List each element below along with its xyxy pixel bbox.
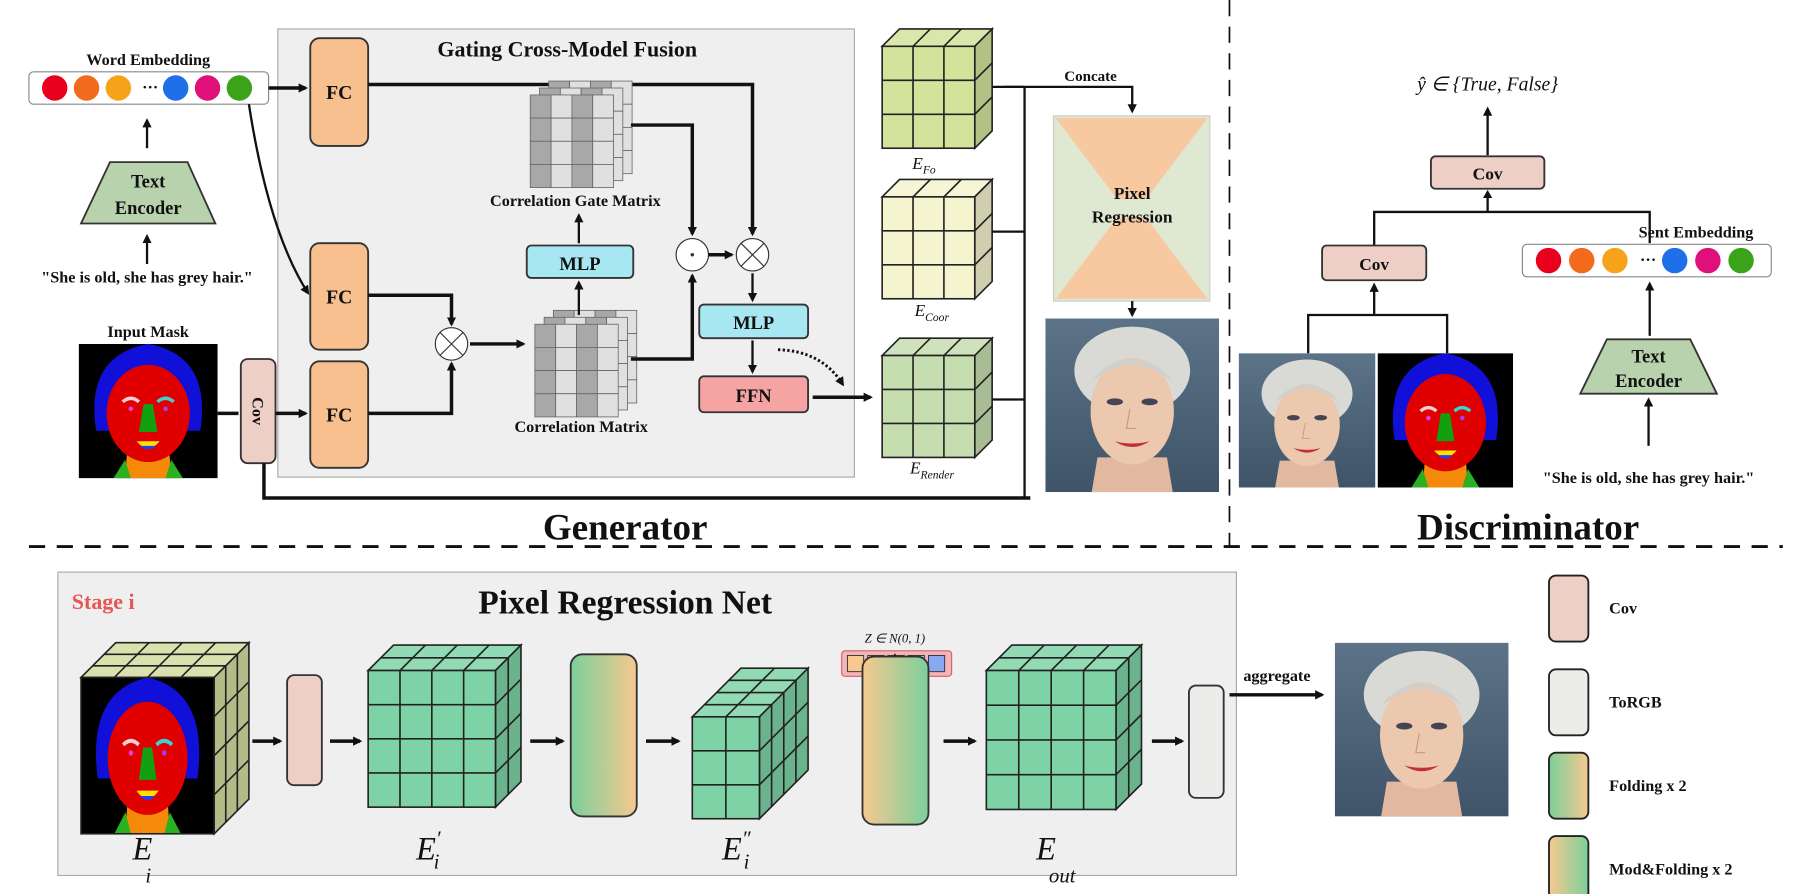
gating-fusion-title: Gating Cross-Model Fusion [437,37,697,62]
odot-operator [675,237,710,272]
mask-image [1377,353,1514,488]
discriminator-title: Discriminator [1417,508,1639,549]
fc-label: FC [326,286,352,308]
legend-item-folding: Folding x 2 [1548,751,1687,820]
noise-cell [846,654,865,673]
correlation-gate-matrix-label: Correlation Gate Matrix [490,192,662,210]
legend-swatch [1548,574,1590,643]
fc-label: FC [326,82,352,104]
prompt-text: "She is old, she has grey hair." [41,269,253,287]
legend-item-torgb: ToRGB [1548,668,1662,737]
legend-item-cov: Cov [1548,574,1638,643]
pixel-regression-net-title: Pixel Regression Net [478,585,773,622]
ffn-label: FFN [736,386,773,407]
legend-item-modfolding: Mod&Folding x 2 [1548,835,1733,894]
mask-image [81,677,214,833]
output-face-image [1334,642,1509,817]
embedding-token [1535,247,1562,274]
ellipsis: ··· [142,79,158,97]
legend-label: Cov [1609,600,1638,618]
input-mask-label: Input Mask [107,323,188,341]
input-mask-image [78,343,218,479]
legend-swatch [1548,835,1590,894]
feature-label-fo: EFo [911,154,936,177]
correlation-matrix-label: Correlation Matrix [514,418,648,436]
embedding-token [1728,247,1754,274]
correlation-matrix [534,309,638,418]
disc-prompt-text: "She is old, she has grey hair." [1543,469,1755,487]
concate-label: Concate [1064,69,1117,85]
legend-label: ToRGB [1609,694,1662,712]
cov-block-top [1429,155,1546,190]
mlp-block-2 [698,303,809,340]
text-encoder [79,161,217,225]
sent-embedding: ··· [1521,243,1772,278]
sent-embedding-label: Sent Embedding [1639,223,1754,241]
mlp-label-2: MLP [733,313,774,334]
mlp-block-1 [525,244,635,279]
folding-bar [569,653,638,818]
torgb-bar [1188,684,1225,799]
generated-face-image [1045,318,1220,493]
embedding-token [105,75,132,101]
embedding-token [1602,247,1628,274]
text-encoder-disc [1578,338,1719,395]
cube-e-i [79,640,251,836]
noise-cell [928,654,946,673]
legend-swatch [1548,751,1590,820]
fc-block-1 [309,37,370,147]
stage-label: Stage i [72,589,135,614]
feature-cube-coor [880,177,995,301]
cube-e-out [984,643,1144,812]
pixel-regression-block [1052,115,1211,302]
correlation-gate-matrix [529,80,633,189]
embedding-token [162,75,189,101]
cov-label: Cov [248,397,266,426]
legend-label: Folding x 2 [1609,777,1686,795]
cov-block [239,358,277,465]
stage-feature-label: E″i [721,826,751,873]
cube-e-i-double-prime [690,666,811,821]
legend-swatch [1548,668,1590,737]
otimes-operator [434,327,469,361]
otimes-operator [735,237,770,272]
real-face-image [1238,353,1376,488]
aggregate-label: aggregate [1243,667,1310,685]
legend-label: Mod&Folding x 2 [1609,860,1732,878]
feature-label-coor: ECoor [914,301,950,324]
ffn-block [698,375,809,414]
cube-e-i-prime [366,643,523,810]
embedding-token [41,75,68,101]
mlp-label-1: MLP [559,254,600,275]
word-embedding: ··· [28,71,270,105]
cov-label-top: Cov [1473,164,1503,183]
embedding-token [1568,247,1595,274]
feature-cube-fo [880,26,995,151]
embedding-token [73,75,100,101]
noise-label: Z ∈ N(0, 1) [865,632,926,646]
embedding-token [194,75,221,101]
generator-title: Generator [543,508,708,549]
mod-folding-bar [861,655,930,826]
feature-cube-render [880,336,995,460]
ellipsis: ··· [1640,251,1656,269]
feature-label-render: ERender [909,459,954,482]
embedding-token [1695,247,1721,274]
cov-bar [286,674,323,787]
discriminator-output: ŷ ∈ {True, False} [1415,73,1558,95]
cov-label-left: Cov [1359,255,1389,274]
embedding-token [1661,247,1688,274]
stage-feature-label: E′i [415,826,441,873]
word-embedding-label: Word Embedding [86,51,210,69]
fc-label: FC [326,405,352,427]
embedding-token [226,75,253,101]
